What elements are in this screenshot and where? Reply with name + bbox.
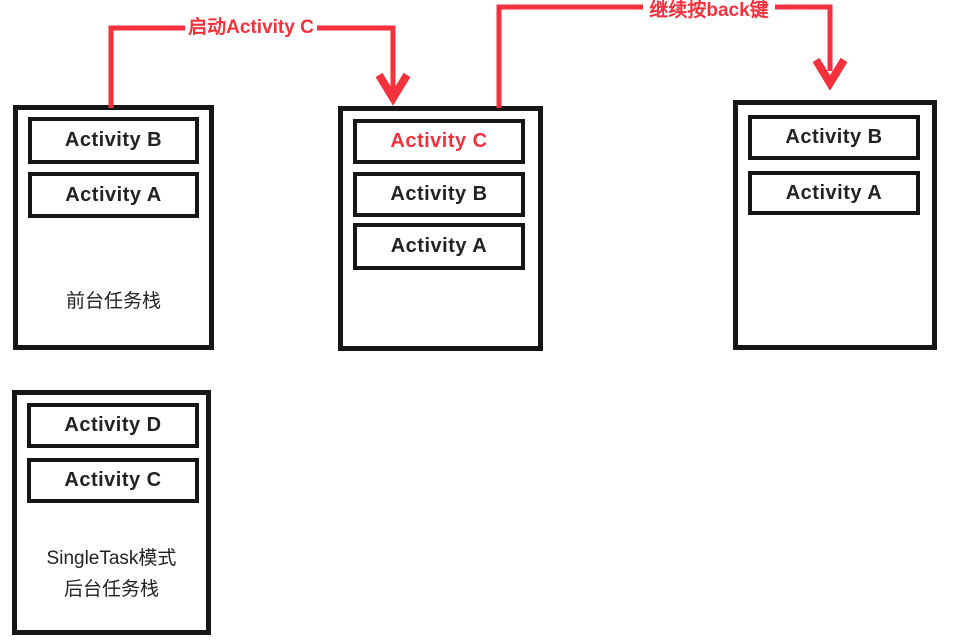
stack-caption: 前台任务栈 (65, 291, 161, 312)
arrowhead-down-icon (812, 57, 848, 91)
activity-item: Activity B (28, 117, 199, 164)
arrow-launch-activity-c (108, 25, 411, 108)
activity-item: Activity A (353, 223, 525, 270)
activity-item: Activity A (748, 171, 920, 215)
task-stack-background: Activity D Activity C SingleTask模式 后台任务栈 (12, 390, 211, 635)
task-stack-after-launch: Activity C Activity B Activity A (338, 106, 543, 351)
task-stack-after-back: Activity B Activity A (733, 100, 937, 350)
stack-caption: 后台任务栈 (63, 579, 159, 600)
activity-item: Activity A (28, 172, 199, 218)
activity-item: Activity D (27, 403, 199, 448)
arrow-label-press-back: 继续按back键 (643, 0, 775, 21)
arrow-label-launch-activity-c: 启动Activity C (185, 17, 317, 38)
activity-item-highlighted: Activity C (353, 119, 525, 164)
arrow-press-back (496, 4, 848, 108)
arrowhead-down-icon (375, 72, 411, 106)
stack-caption: SingleTask模式 (46, 548, 177, 569)
activity-item: Activity C (27, 458, 199, 503)
activity-item: Activity B (353, 172, 525, 217)
activity-item: Activity B (748, 115, 920, 160)
task-stack-foreground-before: Activity B Activity A 前台任务栈 (13, 105, 214, 350)
